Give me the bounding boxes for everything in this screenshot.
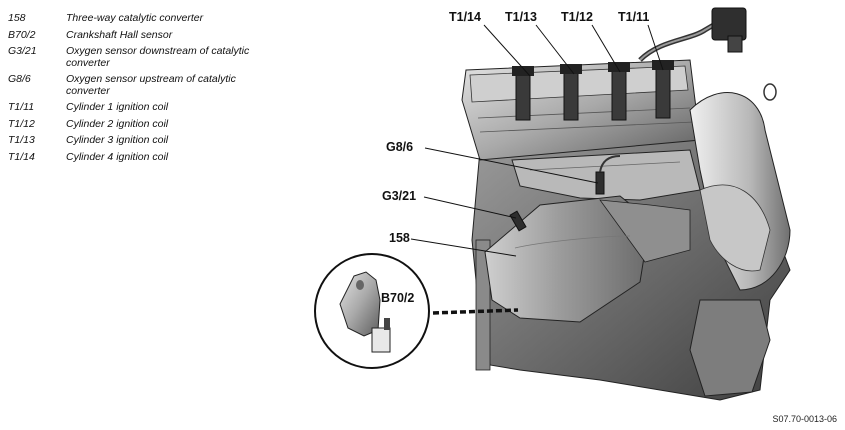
legend-row: G3/21 Oxygen sensor downstream of cataly… <box>8 45 308 69</box>
callout-t1-14: T1/14 <box>449 10 481 24</box>
catalytic-converter <box>484 195 691 323</box>
legend-description: Cylinder 3 ignition coil <box>66 134 169 146</box>
legend-row: T1/11 Cylinder 1 ignition coil <box>8 101 308 114</box>
figure-id: S07.70-0013-06 <box>772 414 837 424</box>
legend-code: T1/11 <box>8 101 35 113</box>
legend-description: Oxygen sensor upstream of catalytic conv… <box>66 73 236 97</box>
ignition-coil-t1-12 <box>608 62 630 121</box>
legend-description: Three-way catalytic converter <box>66 12 204 24</box>
legend-row: T1/13 Cylinder 3 ignition coil <box>8 134 308 147</box>
legend-row: T1/12 Cylinder 2 ignition coil <box>8 117 308 131</box>
legend-row: 158 Three-way catalytic converter <box>8 12 308 25</box>
turbocharger <box>689 83 791 291</box>
oxygen-sensor-g3-21 <box>509 210 527 232</box>
legend-description: Cylinder 4 ignition coil <box>66 150 169 163</box>
legend-description: Cylinder 1 ignition coil <box>66 101 169 113</box>
wiring-harness <box>638 7 747 62</box>
legend-description: Crankshaft Hall sensor <box>66 28 173 41</box>
callout-g8-6: G8/6 <box>386 140 414 154</box>
exhaust-manifold <box>511 149 701 201</box>
legend-code: 158 <box>8 12 26 24</box>
callout-t1-11: T1/11 <box>618 10 650 24</box>
leader-lines <box>410 24 664 315</box>
legend-row: G8/6 Oxygen sensor upstream of catalytic… <box>8 73 308 97</box>
callout-g3-21: G3/21 <box>382 189 417 203</box>
ignition-coil-t1-14 <box>512 66 534 121</box>
ignition-coil-t1-11 <box>652 60 674 119</box>
legend-code: T1/14 <box>8 150 35 163</box>
legend-code: G3/21 <box>8 45 37 57</box>
legend-code: T1/12 <box>8 117 35 130</box>
legend-row: B70/2 Crankshaft Hall sensor <box>8 28 308 42</box>
legend-code: B70/2 <box>8 28 36 41</box>
legend-code: T1/13 <box>8 134 35 146</box>
callout-b70-2: B70/2 <box>381 291 415 305</box>
callout-t1-13: T1/13 <box>505 10 537 24</box>
legend-row: T1/14 Cylinder 4 ignition coil <box>8 150 308 164</box>
crankshaft-sensor-detail <box>314 253 430 369</box>
callout-158: 158 <box>389 231 410 245</box>
callout-t1-12: T1/12 <box>561 10 593 24</box>
legend-description: Oxygen sensor downstream of catalytic co… <box>66 45 250 69</box>
legend-code: G8/6 <box>8 73 31 85</box>
legend: 158 Three-way catalytic converter B70/2 … <box>8 12 308 168</box>
legend-description: Cylinder 2 ignition coil <box>66 117 169 130</box>
